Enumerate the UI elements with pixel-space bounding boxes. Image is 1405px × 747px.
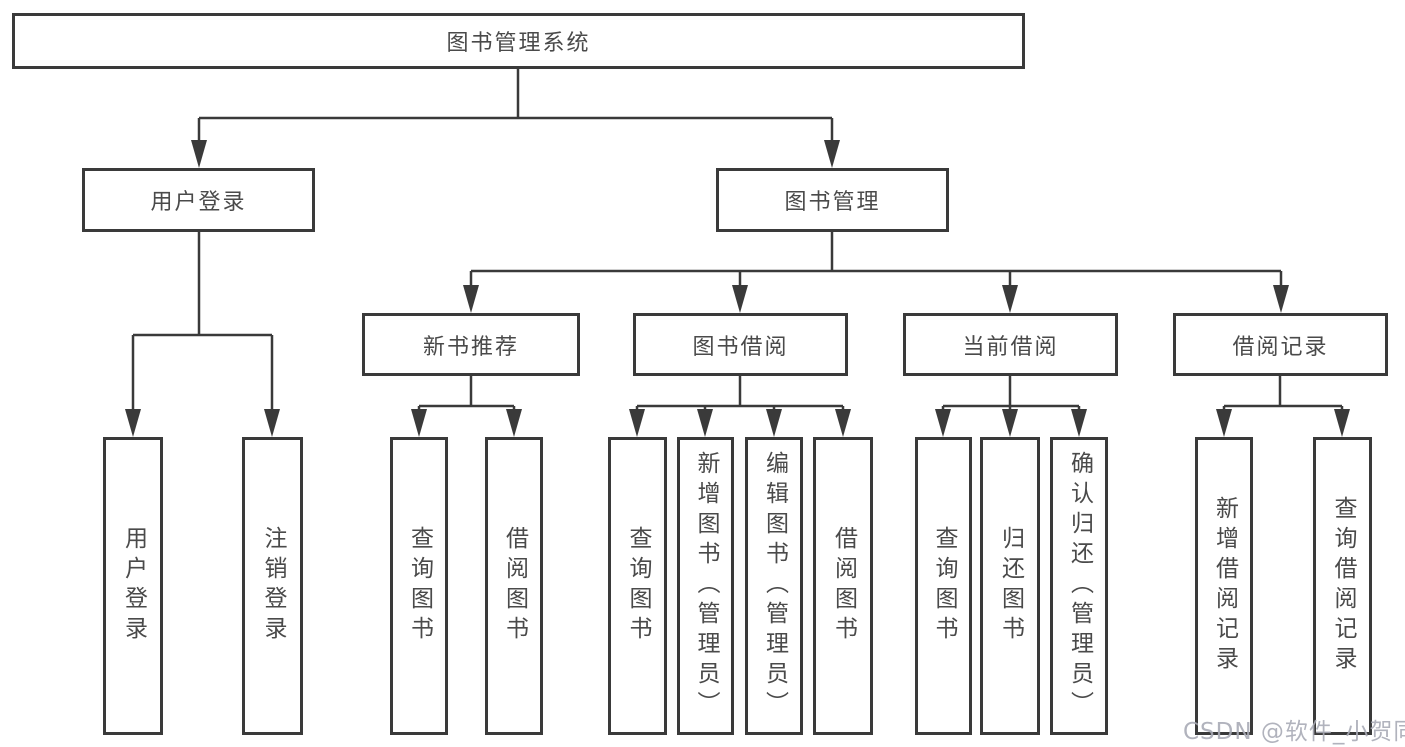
node-current-borrowing-label: 当前借阅	[962, 334, 1059, 360]
leaf-borrow-books-recommend: 借阅图书	[485, 437, 543, 735]
csdn-watermark: CSDN @软件_小贺同学	[1183, 719, 1405, 745]
leaf-user-login: 用户登录	[103, 437, 163, 735]
leaf-query-borrow-record-label: 查询借阅记录	[1330, 496, 1356, 676]
node-book-management-label: 图书管理	[784, 190, 881, 215]
leaf-confirm-return-admin-label: 确认归还（管理员）	[1066, 451, 1093, 721]
leaf-borrow-books-recommend-label: 借阅图书	[501, 526, 528, 646]
node-root-system-label: 图书管理系统	[446, 31, 591, 56]
node-new-book-recommend-label: 新书推荐	[422, 334, 519, 360]
leaf-borrow-books-label: 借阅图书	[830, 526, 857, 646]
leaf-query-books-recommend-label: 查询图书	[406, 526, 433, 646]
leaf-query-books-borrowing: 查询图书	[608, 437, 667, 735]
node-book-borrowing: 图书借阅	[633, 313, 848, 376]
leaf-return-books-label: 归还图书	[997, 526, 1024, 646]
leaf-edit-books-admin-label: 编辑图书（管理员）	[761, 451, 788, 721]
node-new-book-recommend: 新书推荐	[362, 313, 580, 376]
node-user-login-label: 用户登录	[150, 190, 247, 215]
leaf-logout-label: 注销登录	[260, 526, 286, 646]
leaf-query-borrow-record: 查询借阅记录	[1313, 437, 1372, 735]
leaf-logout: 注销登录	[242, 437, 303, 735]
leaf-query-books-recommend: 查询图书	[390, 437, 448, 735]
node-root-system: 图书管理系统	[12, 13, 1025, 69]
node-current-borrowing: 当前借阅	[903, 313, 1118, 376]
leaf-query-books-current-label: 查询图书	[931, 526, 957, 646]
leaf-add-borrow-record-label: 新增借阅记录	[1211, 496, 1238, 676]
leaf-edit-books-admin: 编辑图书（管理员）	[745, 437, 803, 735]
leaf-add-books-admin-label: 新增图书（管理员）	[693, 451, 719, 721]
node-borrowing-records-label: 借阅记录	[1232, 334, 1329, 360]
node-user-login: 用户登录	[82, 168, 315, 232]
leaf-return-books: 归还图书	[980, 437, 1040, 735]
leaf-confirm-return-admin: 确认归还（管理员）	[1050, 437, 1108, 735]
leaf-user-login-label: 用户登录	[120, 526, 147, 646]
node-book-borrowing-label: 图书借阅	[692, 334, 789, 360]
node-book-management: 图书管理	[716, 168, 949, 232]
leaf-borrow-books: 借阅图书	[813, 437, 873, 735]
leaf-add-borrow-record: 新增借阅记录	[1195, 437, 1253, 735]
arrowheads	[125, 140, 1350, 437]
leaf-add-books-admin: 新增图书（管理员）	[677, 437, 734, 735]
leaf-query-books-current: 查询图书	[915, 437, 972, 735]
leaf-query-books-borrowing-label: 查询图书	[625, 526, 651, 646]
node-borrowing-records: 借阅记录	[1173, 313, 1388, 376]
